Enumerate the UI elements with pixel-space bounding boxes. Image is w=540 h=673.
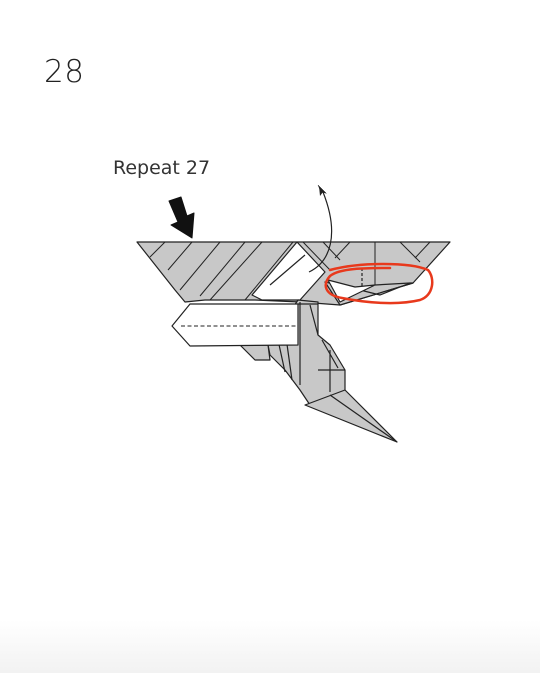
red-highlight-circle (324, 262, 434, 305)
left-white-flap (171, 303, 318, 347)
bottom-bar (0, 620, 540, 673)
crease-lines (149, 241, 431, 301)
center-white-flap (251, 241, 326, 301)
step-instruction: Repeat 27 (113, 157, 211, 179)
pointed-tail (304, 389, 398, 443)
fold-arrow-icon (308, 184, 333, 273)
push-arrow-icon (168, 196, 195, 239)
step-number: 28 (44, 54, 85, 90)
